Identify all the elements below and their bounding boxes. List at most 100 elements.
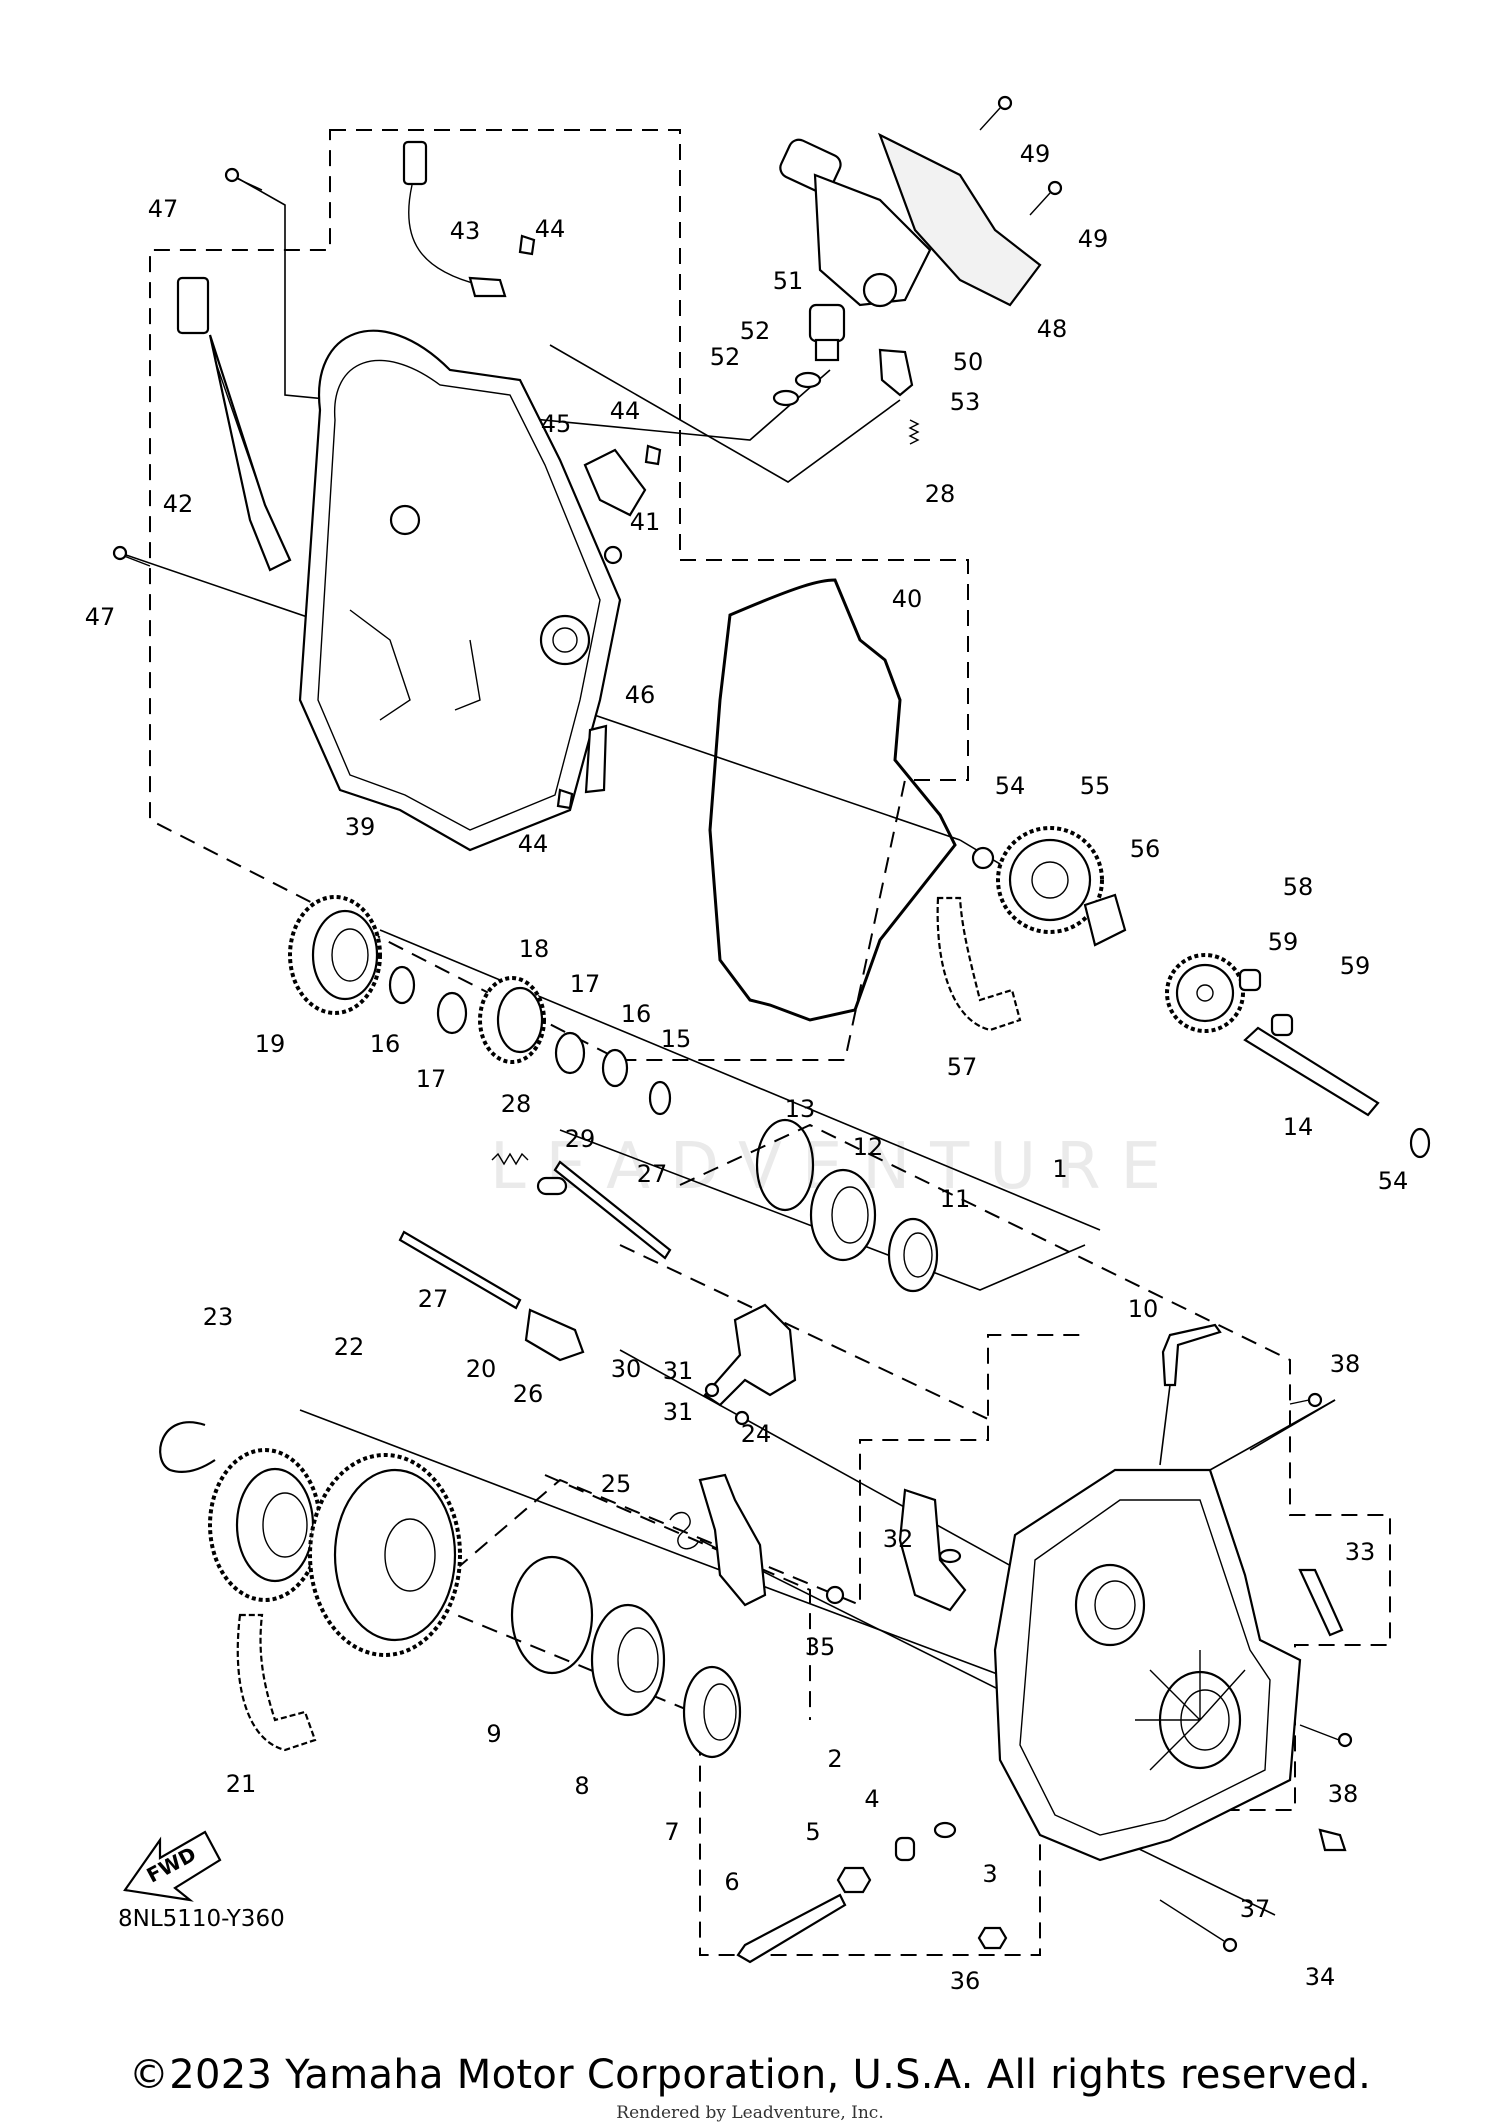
nut-36 [977, 1926, 1008, 1950]
bolt-47-left [112, 545, 151, 567]
bushing-59-b [1270, 1013, 1294, 1037]
washer-54-top [971, 846, 995, 870]
callout-44-top: 44 [535, 215, 566, 243]
circlip-23 [159, 1421, 216, 1474]
motor-cover-48 [878, 132, 1042, 307]
circlip-15 [648, 1080, 672, 1116]
callout-48: 48 [1037, 315, 1068, 343]
spring-25 [669, 1511, 699, 1550]
callout-56: 56 [1130, 835, 1161, 863]
shift-lever-24 [698, 1473, 767, 1607]
bolt-47-top [224, 167, 263, 191]
pin-29 [536, 1176, 568, 1196]
fwd-direction-arrow: FWD [123, 1830, 222, 1902]
callout-2: 2 [827, 1745, 842, 1773]
joint-26 [524, 1308, 585, 1362]
callout-26: 26 [513, 1380, 544, 1408]
plug-41 [603, 545, 623, 565]
diagram-code: 8NL5110-Y360 [118, 1906, 285, 1932]
callout-33: 33 [1345, 1538, 1376, 1566]
callout-47-top: 47 [148, 195, 179, 223]
oil-seal-11 [887, 1217, 939, 1293]
callout-9: 9 [486, 1720, 501, 1748]
bushing-59-a [1238, 968, 1262, 992]
callout-8: 8 [574, 1772, 589, 1800]
rendered-by-credit: Rendered by Leadventure, Inc. [616, 2103, 884, 2123]
callout-17-left: 17 [416, 1065, 447, 1093]
bearing-12 [809, 1168, 877, 1262]
bearing-group-outline [544, 1474, 811, 1720]
callout-38-bottom: 38 [1328, 1780, 1359, 1808]
callout-10: 10 [1128, 1295, 1159, 1323]
callout-47-left: 47 [85, 603, 116, 631]
chain-57 [936, 896, 1022, 1032]
washer-54-bottom [1409, 1127, 1431, 1159]
callout-52-a: 52 [740, 317, 771, 345]
bolt-37 [1159, 1899, 1238, 1953]
gear-55 [996, 826, 1104, 934]
spring-28-top [908, 419, 920, 445]
pin-31-a [704, 1382, 720, 1398]
callout-35: 35 [805, 1633, 836, 1661]
bolt-10 [1161, 1323, 1222, 1387]
crankcase-1 [993, 1468, 1302, 1862]
callout-53: 53 [950, 388, 981, 416]
shift-fork-outline [619, 1244, 991, 1421]
position-sensor-harness [176, 276, 292, 572]
circlip-9 [510, 1555, 594, 1675]
speed-sensor [402, 140, 507, 298]
spring-28-mid [491, 1152, 529, 1166]
callout-18: 18 [519, 935, 550, 963]
callout-20: 20 [466, 1355, 497, 1383]
callout-5: 5 [805, 1818, 820, 1846]
washer-17-left [436, 991, 468, 1035]
callout-42: 42 [163, 490, 194, 518]
callout-6: 6 [724, 1868, 739, 1896]
callout-46: 46 [625, 681, 656, 709]
collar-56 [1083, 893, 1127, 947]
clip-44-top [518, 234, 536, 256]
callout-45: 45 [541, 410, 572, 438]
guide-46 [584, 724, 608, 794]
callout-30: 30 [611, 1355, 642, 1383]
callout-27-upper: 27 [637, 1160, 668, 1188]
bolt-35 [825, 1585, 845, 1605]
guide-2 [898, 1488, 967, 1612]
stud-bolt-6 [736, 1893, 847, 1964]
o-ring-52-b [772, 389, 800, 407]
callout-29: 29 [565, 1125, 596, 1153]
gear-20 [308, 1453, 462, 1657]
bolt-34 [1318, 1828, 1347, 1852]
callout-41: 41 [630, 508, 661, 536]
gear-22 [208, 1448, 322, 1602]
callout-54-top: 54 [995, 772, 1026, 800]
callout-36: 36 [950, 1967, 981, 1995]
shift-motor [779, 138, 932, 308]
callout-23: 23 [203, 1303, 234, 1331]
gasket-40 [708, 578, 957, 1022]
circlip-16-right [601, 1048, 629, 1088]
callout-11: 11 [940, 1185, 971, 1213]
callout-labels: 1 2 3 4 5 6 7 8 9 10 11 12 13 14 15 16 1… [85, 140, 1409, 1995]
callout-7: 7 [664, 1818, 679, 1846]
callout-59-b: 59 [1340, 952, 1371, 980]
callout-28-mid: 28 [501, 1090, 532, 1118]
nut-5 [836, 1866, 872, 1894]
callout-57: 57 [947, 1053, 978, 1081]
callout-17-right: 17 [570, 970, 601, 998]
crankcase-assembly-outline [418, 1123, 1391, 1956]
callout-21: 21 [226, 1770, 257, 1798]
callout-44-mid: 44 [610, 397, 641, 425]
callout-52-b: 52 [710, 343, 741, 371]
callout-24: 24 [741, 1420, 772, 1448]
screw-49-bottom [1029, 180, 1063, 216]
callout-51: 51 [773, 267, 804, 295]
clutch-cover [298, 329, 622, 852]
callout-13: 13 [785, 1095, 816, 1123]
shaft-14 [1243, 1026, 1380, 1117]
chain-21 [236, 1613, 317, 1752]
callout-44-bottom: 44 [518, 830, 549, 858]
callout-43: 43 [450, 217, 481, 245]
callout-58: 58 [1283, 873, 1314, 901]
